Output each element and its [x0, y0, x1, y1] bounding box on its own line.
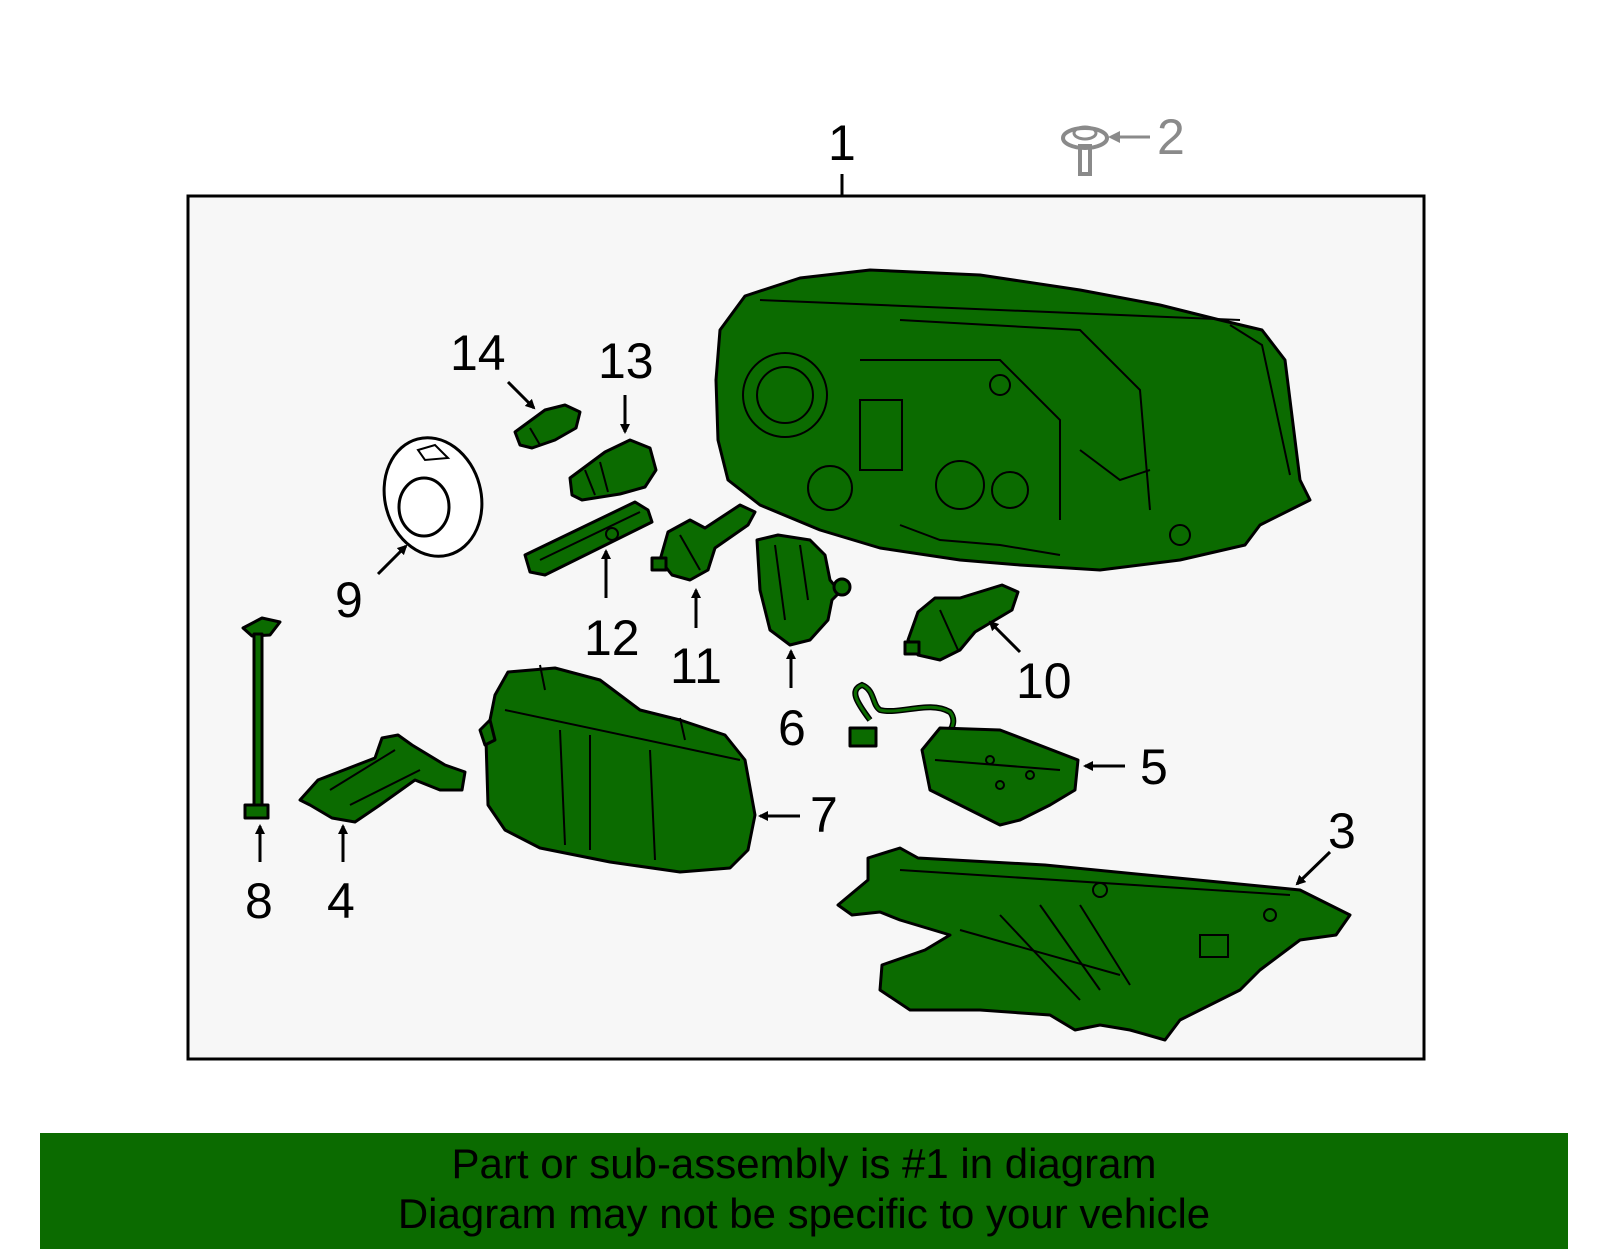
footer-banner: Part or sub-assembly is #1 in diagram Di…	[40, 1133, 1568, 1249]
mounting-bracket-part-4[interactable]	[298, 733, 467, 824]
callout-1[interactable]: 1	[828, 115, 856, 171]
bulb-socket-part-6[interactable]	[755, 533, 852, 647]
callout-12[interactable]: 12	[584, 610, 640, 666]
led-strip-part-12[interactable]	[523, 500, 654, 577]
callout-13[interactable]: 13	[598, 333, 654, 389]
callout-3-arrow	[1295, 850, 1332, 886]
bulb-part-11[interactable]	[650, 503, 757, 582]
callout-10[interactable]: 10	[1016, 653, 1072, 709]
adjuster-rod-part-8[interactable]	[241, 616, 282, 820]
callout-8[interactable]: 8	[245, 873, 273, 929]
lower-mounting-bracket[interactable]	[836, 846, 1352, 1042]
callout-14-arrow	[506, 380, 536, 410]
callout-9-arrow	[376, 544, 408, 576]
bulb-part-13[interactable]	[568, 438, 658, 502]
callout-11[interactable]: 11	[670, 638, 722, 694]
callout-7[interactable]: 7	[810, 787, 838, 843]
dust-cover-part-7[interactable]	[478, 664, 757, 874]
callout-3[interactable]: 3	[1328, 803, 1356, 859]
callout-9[interactable]: 9	[335, 572, 363, 628]
footer-line-2: Diagram may not be specific to your vehi…	[397, 1190, 1211, 1237]
callout-6[interactable]: 6	[778, 700, 806, 756]
footer-line-1: Part or sub-assembly is #1 in diagram	[451, 1140, 1157, 1187]
lens-cap-part-9[interactable]	[371, 427, 495, 568]
callout-5[interactable]: 5	[1140, 739, 1168, 795]
bulb-part-14[interactable]	[513, 403, 582, 450]
callout-2[interactable]: 2	[1157, 109, 1185, 165]
callout-10-arrow	[988, 620, 1022, 654]
control-module-part-5[interactable]	[848, 681, 1080, 827]
callout-4[interactable]: 4	[327, 873, 355, 929]
headlamp-housing[interactable]	[714, 268, 1312, 572]
callout-14[interactable]: 14	[450, 325, 506, 381]
bolt-part-2[interactable]	[1061, 125, 1109, 176]
